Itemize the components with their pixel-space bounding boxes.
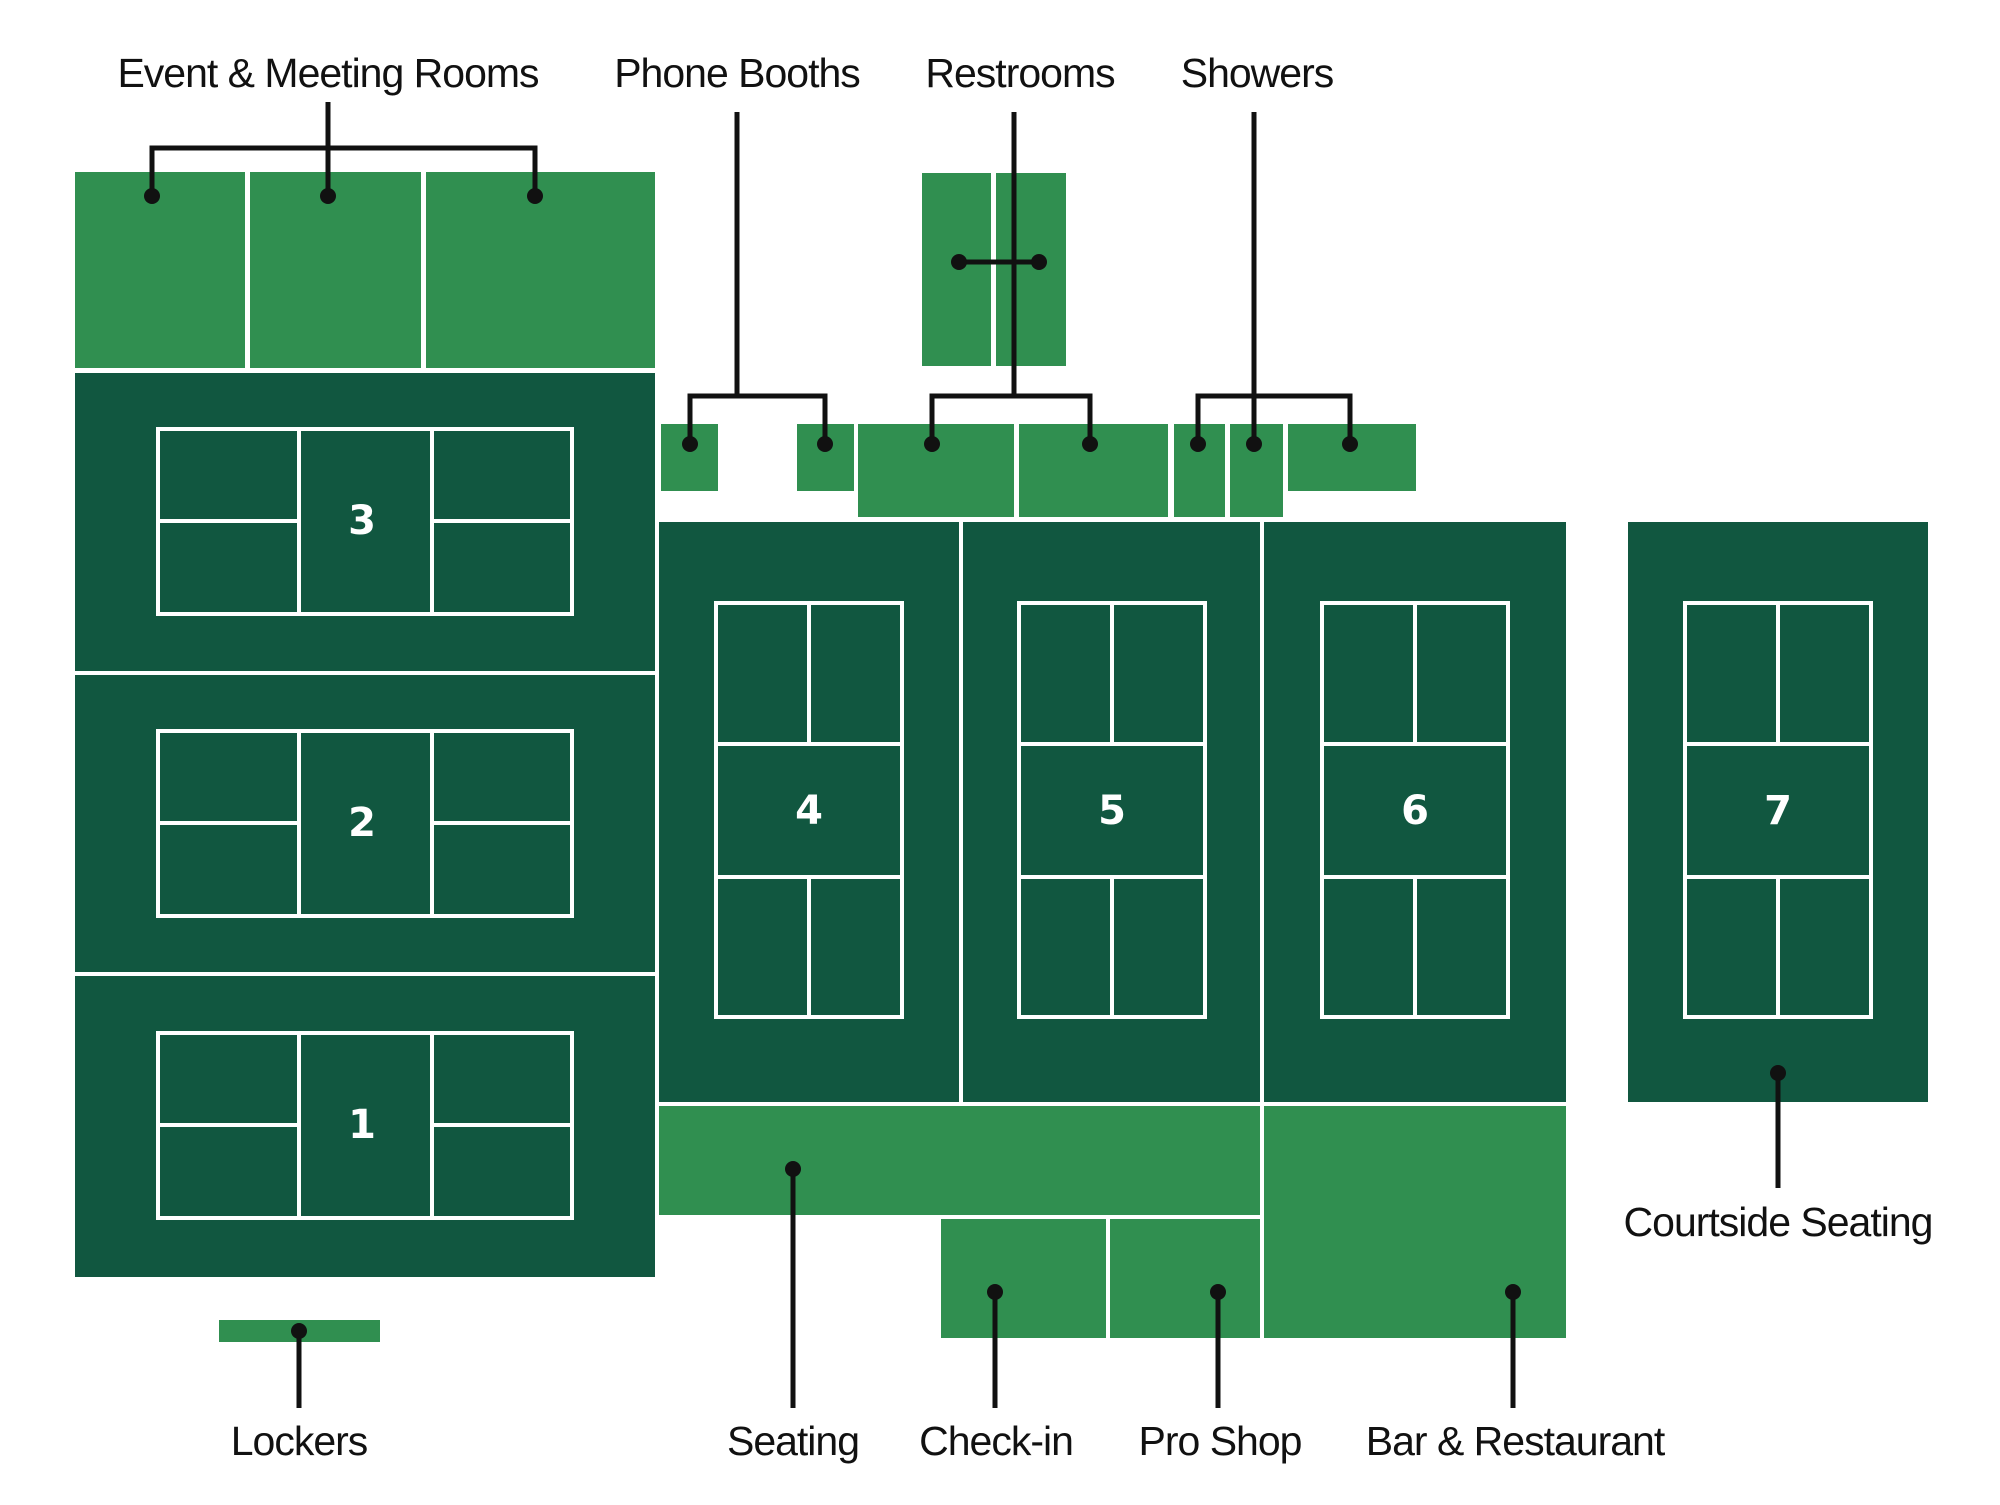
court-3-area: 3	[75, 373, 655, 671]
lockers-dot	[291, 1323, 307, 1339]
check-in-dot	[987, 1284, 1003, 1300]
label-event-meeting-rooms: Event & Meeting Rooms	[117, 50, 539, 96]
bar-restaurant-dot	[1505, 1284, 1521, 1300]
phone-booth-dots	[682, 436, 833, 452]
pro-shop-dot	[1210, 1284, 1226, 1300]
court-1-area: 1	[75, 976, 655, 1277]
leader-restrooms	[929, 112, 1093, 444]
court-3-number: 3	[348, 498, 376, 544]
court-7-area: 7	[1628, 522, 1928, 1102]
leader-phone-booths	[687, 112, 828, 444]
label-seating: Seating	[727, 1418, 859, 1464]
shower-blocks	[1174, 424, 1416, 517]
label-restrooms: Restrooms	[925, 50, 1115, 96]
court-2-area: 2	[75, 675, 655, 972]
restroom-dots	[924, 254, 1098, 452]
label-courtside-seating: Courtside Seating	[1624, 1199, 1933, 1245]
court-5-area: 5	[963, 522, 1260, 1102]
court-5-number: 5	[1098, 788, 1126, 834]
court-2-number: 2	[348, 800, 376, 846]
bar-restaurant-block	[1264, 1106, 1566, 1338]
event-rooms-dots	[144, 188, 543, 204]
court-7-number: 7	[1764, 788, 1792, 834]
restroom-blocks-upper	[922, 173, 1066, 366]
courtside-seating-dot	[1770, 1065, 1786, 1081]
seating-block	[659, 1106, 1260, 1215]
shower-dots	[1190, 436, 1358, 452]
pro-shop-block	[1110, 1219, 1260, 1338]
court-4-number: 4	[795, 788, 823, 834]
event-meeting-rooms-blocks	[75, 172, 655, 368]
check-in-block	[941, 1219, 1106, 1338]
court-6-area: 6	[1264, 522, 1566, 1102]
label-bar-restaurant: Bar & Restaurant	[1366, 1418, 1666, 1464]
label-pro-shop: Pro Shop	[1139, 1418, 1302, 1464]
restroom-blocks-lower	[858, 424, 1168, 517]
court-4-area: 4	[659, 522, 959, 1102]
label-lockers: Lockers	[231, 1418, 368, 1464]
label-check-in: Check-in	[919, 1418, 1073, 1464]
leader-showers	[1195, 112, 1353, 444]
court-1-number: 1	[348, 1102, 376, 1148]
label-showers: Showers	[1181, 50, 1334, 96]
label-phone-booths: Phone Booths	[614, 50, 860, 96]
court-6-number: 6	[1401, 788, 1429, 834]
seating-dot	[785, 1161, 801, 1177]
